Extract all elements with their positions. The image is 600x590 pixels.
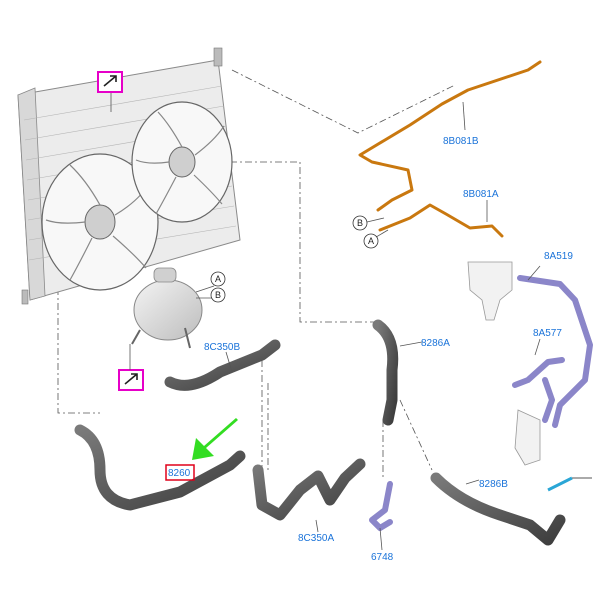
hose-8C350A: [252, 458, 366, 521]
callout-arrow-icon-reservoir: [118, 369, 144, 391]
svg-text:A: A: [215, 274, 221, 284]
connector-marker-a-wiring: A: [363, 233, 379, 249]
label-8B081A: 8B081A: [463, 189, 499, 200]
connector-marker-a-reservoir: A: [210, 271, 226, 287]
label-8B081B: 8B081B: [443, 136, 479, 147]
label-8260: 8260: [168, 468, 191, 479]
sensor-part: [547, 476, 592, 492]
hose-8260: [74, 424, 246, 511]
label-8286B: 8286B: [479, 479, 508, 490]
hose-8286B: [430, 472, 566, 546]
purple-parts: [369, 275, 593, 531]
connector-marker-b-wiring: B: [352, 215, 368, 231]
svg-text:B: B: [215, 290, 221, 300]
label-leaders: [225, 265, 541, 551]
svg-text:A: A: [368, 236, 374, 246]
label-8A519: 8A519: [544, 251, 573, 262]
green-pointer-arrow: [192, 418, 238, 460]
outline-valve-part: [467, 261, 541, 466]
highlight-box: [165, 464, 195, 481]
label-6748: 6748: [371, 552, 394, 563]
leader-lines: [57, 69, 456, 480]
radiator-fan-assembly: [17, 47, 241, 305]
label-8286A: 8286A: [421, 338, 450, 349]
hose-8286A: [372, 319, 399, 426]
wiring-leaders: [366, 101, 488, 241]
callout-arrow-icon-top: [97, 71, 123, 93]
svg-text:B: B: [357, 218, 363, 228]
hoses: [74, 319, 566, 546]
wiring-harness: [358, 60, 542, 238]
connector-marker-b-reservoir: B: [210, 287, 226, 303]
label-8C350B: 8C350B: [204, 342, 240, 353]
label-8A577: 8A577: [533, 328, 562, 339]
hose-8C350B: [164, 339, 281, 391]
coolant-reservoir: [131, 267, 215, 349]
label-8C350A: 8C350A: [298, 533, 334, 544]
